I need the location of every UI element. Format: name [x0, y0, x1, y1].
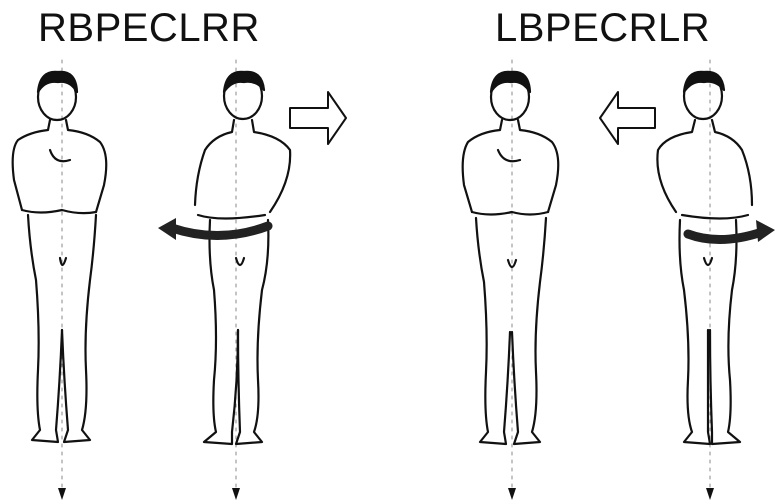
plumb-bob-icon [58, 488, 66, 500]
arrow-left-icon [600, 92, 655, 144]
rotation-band-left [158, 218, 268, 240]
diagram-left [0, 0, 390, 504]
plumb-bob-icon [508, 488, 516, 500]
plumb-bob-icon [232, 488, 240, 500]
arrow-right-icon [290, 92, 346, 144]
figure-rotated-right [657, 60, 752, 495]
figure-neutral-left [13, 60, 107, 495]
figure-neutral-right [463, 60, 559, 495]
rotation-band-right [688, 220, 775, 242]
figure-rotated-left [195, 60, 290, 495]
diagram-right [390, 0, 775, 504]
plumb-bob-icon [706, 488, 714, 500]
